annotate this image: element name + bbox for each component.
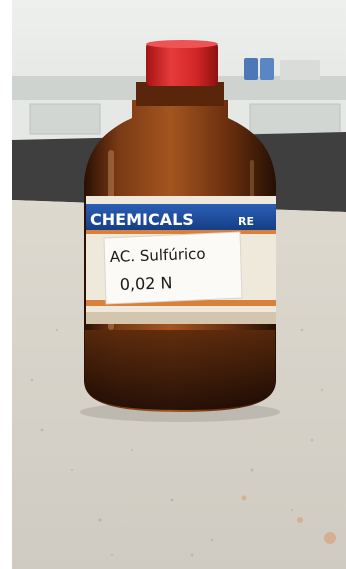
shelf-item-grey (280, 60, 320, 80)
label-brand-text-tail: RE (238, 215, 254, 228)
handwritten-line-1: AC. Sulfúrico (110, 245, 206, 266)
bottle-liquid (85, 330, 275, 410)
handwritten-sticker: AC. Sulfúrico 0,02 N (103, 231, 243, 305)
photo-scene: CHEMICALS RE AC. Sulfúrico 0,02 N (12, 0, 346, 569)
bottle-cap (146, 42, 218, 86)
label-orange-stripe-top (86, 230, 276, 234)
photo-svg: CHEMICALS RE AC. Sulfúrico 0,02 N (12, 0, 346, 569)
label-blue-band (86, 204, 276, 230)
sticker-paper (103, 231, 243, 305)
cabinet-panel-left (29, 103, 101, 135)
bottle-cap-top (146, 40, 218, 48)
cabinet-panel-right (249, 103, 341, 135)
countertop-stains (241, 495, 336, 544)
label-worn-edge (86, 312, 276, 324)
shelf-item-blue (244, 58, 258, 80)
label-orange-stripe-bottom (86, 300, 276, 306)
shelf-item-blue-2 (260, 58, 274, 80)
label-brand-text: CHEMICALS (90, 210, 194, 229)
handwritten-line-2: 0,02 N (119, 273, 172, 294)
countertop-speckles (30, 328, 323, 557)
